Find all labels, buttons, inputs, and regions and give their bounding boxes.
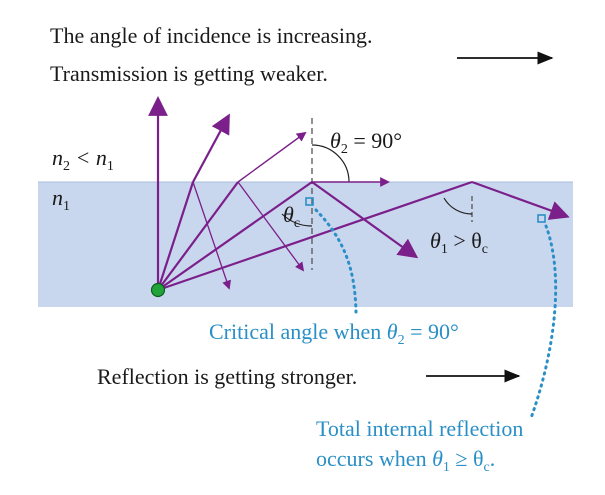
ray-3-reflected <box>311 181 419 259</box>
theta1-label: θ1 > θc <box>430 228 488 257</box>
lower-medium-label: n1 <box>52 185 70 214</box>
critical-leader-line <box>314 208 358 314</box>
ray-4-reflected <box>471 180 570 220</box>
ray-1-incident <box>156 181 195 291</box>
ray-4-incident <box>157 180 473 292</box>
ray-2-transmitted <box>237 131 307 183</box>
theta2-label: θ2 = 90° <box>330 128 402 157</box>
incidence-caption: The angle of incidence is increasing. <box>50 23 373 48</box>
upper-medium-label: n2 < n1 <box>52 145 114 174</box>
transmission-caption: Transmission is getting weaker. <box>50 61 328 86</box>
ray-2-reflected <box>237 181 305 272</box>
critical-angle-note: Critical angle when θ2 = 90° <box>209 319 459 348</box>
critical-marker <box>305 197 314 206</box>
reflection-caption: Reflection is getting stronger. <box>97 364 357 389</box>
thetac-label: θc <box>283 202 300 231</box>
rays <box>148 96 570 292</box>
theta1-arc <box>443 197 473 215</box>
ray-3-incident <box>157 181 313 291</box>
reflected-rays <box>192 181 305 290</box>
tir-note-line2: occurs when θ1 ≥ θc. <box>316 446 495 475</box>
light-source-dot <box>150 282 166 298</box>
ray-1-transmitted <box>192 113 230 183</box>
ray-1-reflected <box>192 181 231 290</box>
tir-marker <box>537 214 546 223</box>
tir-leader-line <box>529 224 558 420</box>
thetac-arc <box>281 213 313 227</box>
theta2-arc <box>311 144 350 183</box>
tir-note-line1: Total internal reflection <box>316 416 523 441</box>
ray-2-incident <box>157 181 239 291</box>
